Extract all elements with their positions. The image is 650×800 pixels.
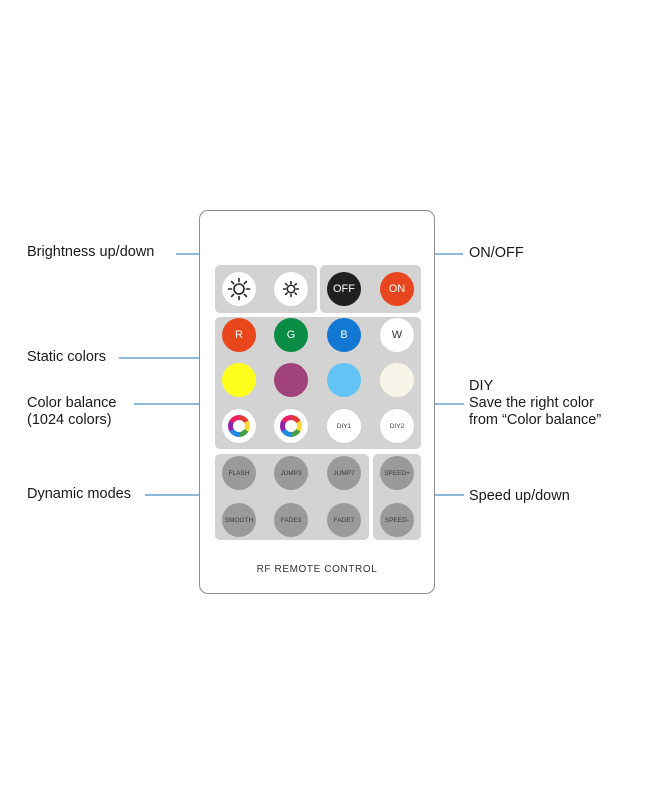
rf-remote-control: OFF ON R G B W DIY1 DIY2 FLASH JUMP3 JUM… [199, 210, 435, 594]
speed-up-button[interactable]: SPEED+ [380, 456, 414, 490]
off-button-label: OFF [333, 283, 355, 295]
diy-callout: DIY Save the right color from “Color bal… [469, 378, 601, 429]
speed-down-button-label: SPEED- [384, 516, 410, 524]
smooth-button[interactable]: SMOOTH [222, 503, 256, 537]
jump3-button-label: JUMP3 [280, 469, 302, 477]
fade7-button-label: FADE7 [333, 516, 355, 524]
white-button[interactable]: W [380, 318, 414, 352]
purple-button[interactable] [274, 363, 308, 397]
color-balance-button-2[interactable] [274, 409, 308, 443]
color-balance-button-1[interactable] [222, 409, 256, 443]
brightness-down-button[interactable] [274, 272, 308, 306]
color-balance-callout-line1: Color balance [27, 395, 117, 411]
static-colors-callout: Static colors [27, 349, 106, 365]
diy1-button[interactable]: DIY1 [327, 409, 361, 443]
speed-up-button-label: SPEED+ [384, 469, 410, 477]
diy-callout-line1: DIY [469, 378, 494, 394]
color-balance-callout: Color balance (1024 colors) [27, 395, 116, 429]
red-button[interactable]: R [222, 318, 256, 352]
dynamic-modes-callout: Dynamic modes [27, 486, 131, 502]
jump3-button[interactable]: JUMP3 [274, 456, 308, 490]
diy-callout-line2: Save the right color [469, 395, 594, 411]
color-balance-callout-line2: (1024 colors) [27, 412, 112, 428]
yellow-button[interactable] [222, 363, 256, 397]
fade3-button[interactable]: FADE3 [274, 503, 308, 537]
green-button[interactable]: G [274, 318, 308, 352]
blue-button[interactable]: B [327, 318, 361, 352]
speed-down-button[interactable]: SPEED- [380, 503, 414, 537]
jump7-button-label: JUMP7 [333, 469, 355, 477]
color-wheel-icon [228, 415, 250, 437]
warm-white-button[interactable] [380, 363, 414, 397]
remote-title: RF REMOTE CONTROL [256, 564, 378, 575]
fade3-button-label: FADE3 [280, 516, 302, 524]
off-button[interactable]: OFF [327, 272, 361, 306]
diy-callout-line3: from “Color balance” [469, 412, 602, 428]
brightness-up-button[interactable] [222, 272, 256, 306]
diy1-button-label: DIY1 [336, 422, 352, 430]
sun-small-icon [282, 280, 300, 298]
on-button-label: ON [388, 283, 406, 295]
brightness-callout: Brightness up/down [27, 244, 155, 260]
white-button-label: W [391, 329, 403, 341]
jump7-button[interactable]: JUMP7 [327, 456, 361, 490]
diy2-button-label: DIY2 [389, 422, 405, 430]
flash-button-label: FLASH [228, 469, 250, 477]
sun-icon [227, 277, 251, 301]
diy2-button[interactable]: DIY2 [380, 409, 414, 443]
on-button[interactable]: ON [380, 272, 414, 306]
speed-callout: Speed up/down [469, 488, 570, 504]
color-wheel-icon [280, 415, 302, 437]
light-blue-button[interactable] [327, 363, 361, 397]
smooth-button-label: SMOOTH [224, 516, 254, 524]
fade7-button[interactable]: FADE7 [327, 503, 361, 537]
on-off-callout: ON/OFF [469, 245, 524, 261]
red-button-label: R [235, 329, 243, 341]
green-button-label: G [286, 329, 296, 341]
blue-button-label: B [340, 329, 348, 341]
flash-button[interactable]: FLASH [222, 456, 256, 490]
